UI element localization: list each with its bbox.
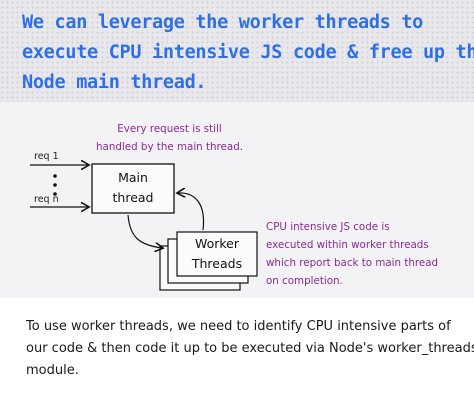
report-back-arrow	[178, 193, 205, 231]
ellipsis-dot	[53, 192, 57, 196]
ellipsis-dot	[53, 174, 57, 178]
title-banner: We can leverage the worker threads to ex…	[0, 0, 474, 102]
main-thread-label-line: thread	[112, 190, 154, 205]
paragraph-line: module.	[26, 363, 79, 378]
paragraph-line: our code & then code it up to be execute…	[26, 341, 474, 356]
dispatch-arrow	[127, 214, 162, 248]
worker-threads-label-line: Threads	[191, 256, 243, 271]
main-thread-label-line: Main	[118, 170, 148, 185]
main-thread-annotation: Every request is still handled by the ma…	[96, 120, 243, 156]
ellipsis-dot	[53, 183, 57, 187]
worker-threads-label: Worker Threads	[177, 234, 257, 274]
main-thread-box	[91, 163, 175, 214]
annotation-line: handled by the main thread.	[96, 141, 244, 153]
annotation-line: Every request is still	[117, 123, 222, 135]
main-thread-label: Main thread	[92, 168, 174, 208]
worker-box-front	[176, 231, 258, 277]
annotation-line: which report back to main thread	[266, 257, 439, 269]
paragraph-line: To use worker threads, we need to identi…	[26, 319, 451, 334]
request-1-label: req 1	[34, 151, 59, 162]
title-line-3: Node main thread.	[22, 72, 207, 93]
annotation-line: CPU intensive JS code is	[266, 221, 390, 233]
title-line-1: We can leverage the worker threads to	[22, 12, 424, 33]
title-line-2: execute CPU intensive JS code & free up …	[22, 42, 474, 63]
annotation-line: on completion.	[266, 275, 343, 287]
request-n-label: req n	[34, 194, 59, 205]
worker-threads-label-line: Worker	[194, 236, 240, 251]
annotation-line: executed within worker threads	[266, 239, 429, 251]
worker-threads-annotation: CPU intensive JS code is executed within…	[266, 218, 438, 290]
explanation-paragraph: To use worker threads, we need to identi…	[26, 316, 474, 382]
